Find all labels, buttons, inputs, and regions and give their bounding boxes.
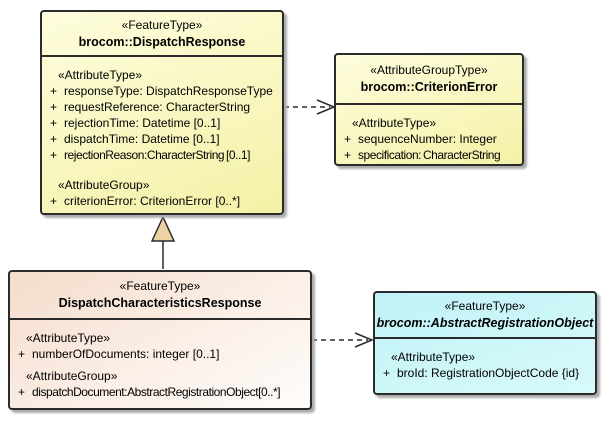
class-dispatch-characteristics-response[interactable]: «FeatureType» DispatchCharacteristicsRes… — [8, 270, 312, 410]
section-heading: «AttributeType» — [26, 331, 111, 345]
attribute-row: + responseType: DispatchResponseType — [42, 83, 282, 99]
attribute-text: criterionError: CriterionError [0..*] — [64, 194, 241, 208]
visibility-sign: + — [18, 385, 26, 399]
visibility-sign: + — [344, 148, 352, 162]
attribute-row: + rejectionReason:CharacterString [0..1] — [42, 147, 282, 163]
attribute-text: broId: RegistrationObjectCode {id} — [397, 366, 580, 380]
dependency-connector-criterion-error[interactable] — [284, 99, 336, 115]
section-heading: «AttributeType» — [352, 116, 437, 130]
class-title-compartment: «FeatureType» brocom::AbstractRegistrati… — [375, 293, 595, 339]
attributes-compartment: «AttributeType» + responseType: Dispatch… — [42, 57, 282, 209]
class-stereotype: «FeatureType» — [444, 299, 526, 313]
class-criterion-error[interactable]: «AttributeGroupType» brocom::CriterionEr… — [334, 53, 524, 166]
visibility-sign: + — [344, 132, 352, 146]
section-heading: «AttributeGroup» — [58, 178, 150, 192]
attribute-row: + criterionError: CriterionError [0..*] — [42, 193, 282, 209]
class-dispatch-response[interactable]: «FeatureType» brocom::DispatchResponse «… — [40, 10, 284, 215]
visibility-sign: + — [50, 116, 58, 130]
section-heading: «AttributeType» — [391, 350, 476, 364]
class-title-compartment: «AttributeGroupType» brocom::CriterionEr… — [336, 55, 522, 105]
attribute-row: + requestReference: CharacterString — [42, 99, 282, 115]
attribute-text: rejectionReason:CharacterString [0..1] — [64, 148, 251, 162]
class-name: DispatchCharacteristicsResponse — [58, 296, 262, 310]
attribute-text: responseType: DispatchResponseType — [64, 84, 273, 98]
visibility-sign: + — [18, 347, 26, 361]
attribute-row: + rejectionTime: Datetime [0..1] — [42, 115, 282, 131]
attribute-text: sequenceNumber: Integer — [358, 132, 497, 146]
visibility-sign: + — [50, 100, 58, 114]
attribute-text: numberOfDocuments: integer [0..1] — [32, 347, 220, 361]
attribute-text: rejectionTime: Datetime [0..1] — [64, 116, 221, 130]
section-heading: «AttributeGroup» — [26, 369, 118, 383]
visibility-sign: + — [383, 366, 391, 380]
visibility-sign: + — [50, 194, 58, 208]
class-abstract-registration-object[interactable]: «FeatureType» brocom::AbstractRegistrati… — [373, 291, 597, 395]
dependency-connector-abstract-registration-object[interactable] — [312, 332, 374, 348]
visibility-sign: + — [50, 132, 58, 146]
attributes-compartment: «AttributeType» + numberOfDocuments: int… — [10, 320, 310, 400]
attribute-text: dispatchDocument:AbstractRegistrationObj… — [32, 385, 281, 399]
attribute-text: dispatchTime: Datetime [0..1] — [64, 132, 220, 146]
attribute-text: specification: CharacterString — [358, 148, 501, 162]
class-name: brocom::CriterionError — [360, 80, 498, 94]
class-name: brocom::DispatchResponse — [78, 34, 246, 49]
attributes-compartment: «AttributeType» + sequenceNumber: Intege… — [336, 105, 522, 163]
attribute-row: + sequenceNumber: Integer — [336, 131, 522, 147]
attribute-row: + dispatchDocument:AbstractRegistrationO… — [10, 384, 310, 400]
attribute-row: + dispatchTime: Datetime [0..1] — [42, 131, 282, 147]
attribute-text: requestReference: CharacterString — [64, 100, 251, 114]
section-heading: «AttributeType» — [58, 68, 143, 82]
class-name: brocom::AbstractRegistrationObject — [376, 316, 594, 330]
class-stereotype: «FeatureType» — [121, 17, 203, 32]
visibility-sign: + — [50, 84, 58, 98]
visibility-sign: + — [50, 148, 58, 162]
class-title-compartment: «FeatureType» DispatchCharacteristicsRes… — [10, 272, 310, 320]
class-stereotype: «FeatureType» — [119, 279, 201, 293]
attribute-row: + specification: CharacterString — [336, 147, 522, 163]
attributes-compartment: «AttributeType» + broId: RegistrationObj… — [375, 339, 595, 381]
generalization-connector[interactable] — [150, 215, 176, 269]
class-title-compartment: «FeatureType» brocom::DispatchResponse — [42, 12, 282, 57]
attribute-row: + broId: RegistrationObjectCode {id} — [375, 365, 595, 381]
attribute-row: + numberOfDocuments: integer [0..1] — [10, 346, 310, 362]
class-stereotype: «AttributeGroupType» — [370, 63, 488, 77]
